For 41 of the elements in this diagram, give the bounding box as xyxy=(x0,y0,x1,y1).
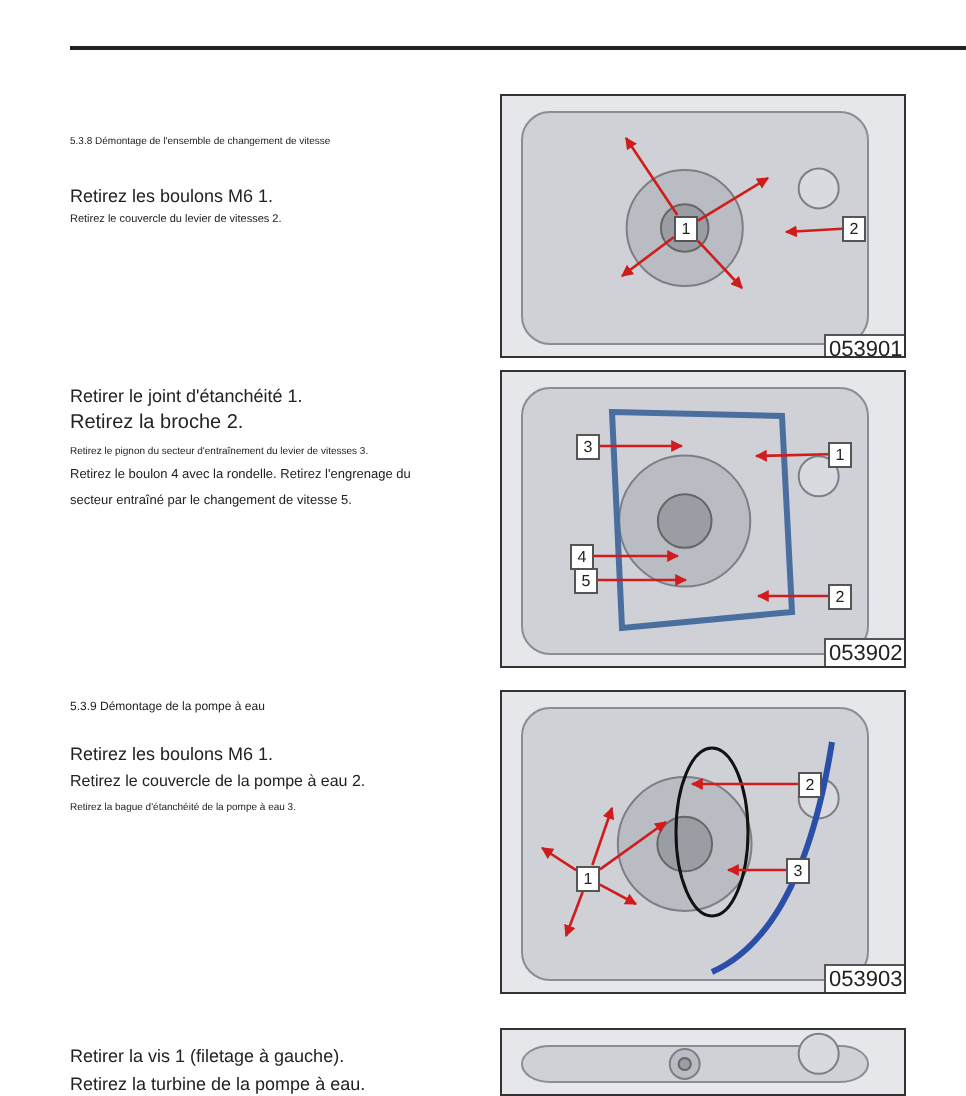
callout-number: 2 xyxy=(842,215,866,241)
callout-number: 3 xyxy=(576,433,600,459)
leader-line xyxy=(756,590,828,602)
leader-line xyxy=(599,820,667,871)
leader-line xyxy=(598,574,688,586)
figure-number: 053903 xyxy=(823,963,904,992)
callout-number: 1 xyxy=(674,215,698,241)
instruction-text: Retirez la turbine de la pompe à eau. xyxy=(70,1074,366,1096)
leader-line xyxy=(624,137,679,216)
callout-number: 1 xyxy=(576,865,600,891)
callout-number: 2 xyxy=(828,583,852,609)
callout-number: 2 xyxy=(798,771,822,797)
photo-panel xyxy=(500,94,906,358)
photo-panel xyxy=(500,370,906,668)
photo-panel xyxy=(500,690,906,994)
instruction-text: Retirer la vis 1 (filetage à gauche). xyxy=(70,1046,345,1068)
callout-number: 5 xyxy=(574,567,598,593)
leader-line xyxy=(591,806,615,866)
instruction-text: Retirez les boulons M6 1. xyxy=(70,744,274,766)
figure-number: 053901 xyxy=(823,333,904,356)
leader-line xyxy=(600,440,684,452)
instruction-text: Retirez les boulons M6 1. xyxy=(70,186,274,208)
callout-number: 4 xyxy=(570,543,594,569)
callout-number: 1 xyxy=(828,441,852,467)
leader-line xyxy=(690,778,798,790)
leader-line xyxy=(754,449,829,462)
leader-line xyxy=(594,550,680,562)
leader-line xyxy=(541,846,577,872)
instruction-text: Retirez le couvercle de la pompe à eau 2. xyxy=(70,772,366,792)
leader-line xyxy=(599,883,638,906)
photo-panel xyxy=(500,1028,906,1096)
leader-line xyxy=(621,235,675,278)
instruction-text: Retirez la broche 2. xyxy=(70,412,244,436)
instruction-text: Retirer le joint d'étanchéité 1. xyxy=(70,386,303,408)
leader-line xyxy=(697,239,743,289)
leader-line xyxy=(784,225,843,238)
leader-line xyxy=(726,864,786,876)
leader-line xyxy=(697,176,770,222)
callout-number: 3 xyxy=(786,857,810,883)
figure-number: 053902 xyxy=(823,637,904,666)
leader-line xyxy=(564,890,585,938)
